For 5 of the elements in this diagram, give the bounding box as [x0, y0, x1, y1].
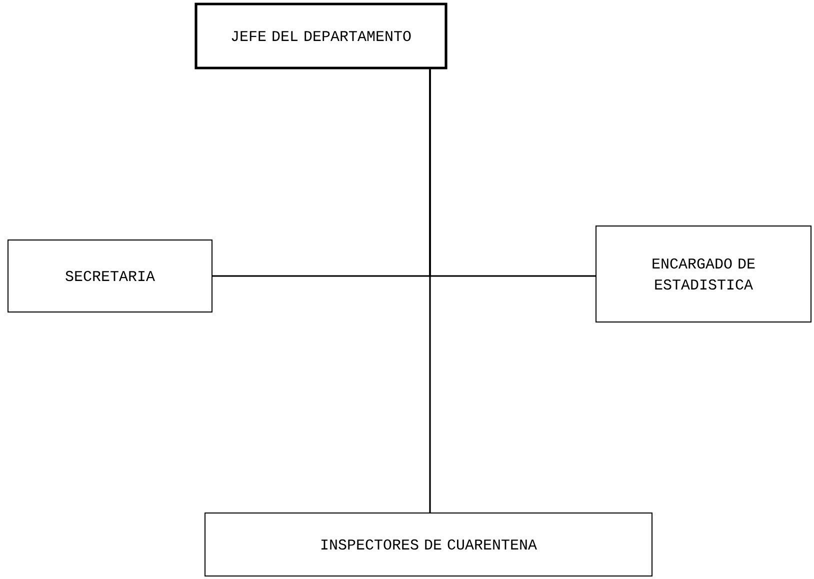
- org-box: INSPECTORES DE CUARENTENA: [204, 512, 652, 576]
- connector-line: [429, 69, 431, 512]
- org-box: SECRETARIA: [8, 240, 212, 312]
- org-box: ENCARGADO DE ESTADISTICA: [596, 226, 812, 322]
- org-box: JEFE DEL DEPARTAMENTO: [194, 2, 448, 70]
